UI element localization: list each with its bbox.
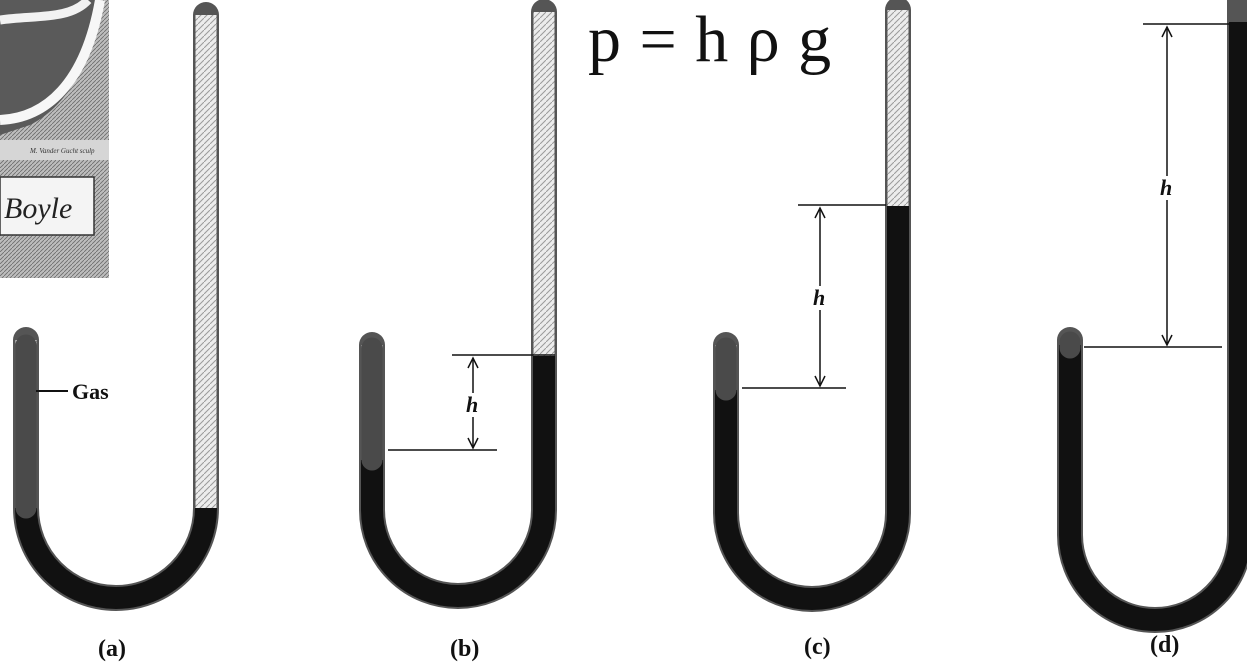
manometer-d: h <box>1057 0 1247 633</box>
h-label-c: h <box>813 285 825 310</box>
panel-label-d: (d) <box>1150 632 1180 658</box>
pressure-formula: p = h ρ g <box>588 3 833 76</box>
manometer-b: h <box>359 0 557 609</box>
gas-label: Gas <box>72 379 109 404</box>
panel-label-c: (c) <box>804 634 831 660</box>
boyle-portrait-image: M. Vander Gucht sculp Boyle <box>0 0 109 278</box>
manometer-a: Gas <box>13 2 219 611</box>
engraver-caption: M. Vander Gucht sculp <box>29 147 95 155</box>
panel-label-a: (a) <box>98 636 126 662</box>
boyle-signature: Boyle <box>4 192 72 225</box>
h-label-d: h <box>1160 175 1172 200</box>
h-label-b: h <box>466 392 478 417</box>
manometer-c: h <box>713 0 911 612</box>
panel-label-b: (b) <box>450 636 480 662</box>
